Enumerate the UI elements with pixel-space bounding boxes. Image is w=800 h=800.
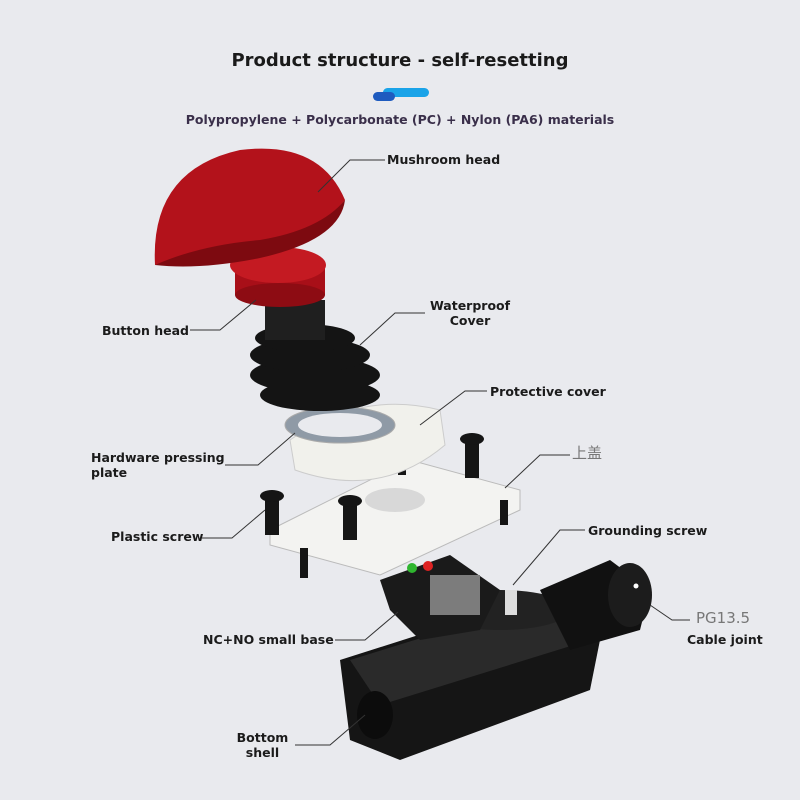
label-bottom-shell: Bottom shell (230, 730, 295, 760)
label-line: shell (245, 745, 280, 760)
label-upper-cover: 上盖 (572, 444, 603, 462)
waterproof-cover (250, 300, 380, 411)
label-line: Waterproof (429, 298, 511, 313)
label-hardware-pressing-plate: Hardware pressing plate (91, 450, 225, 480)
label-button-head: Button head (102, 323, 189, 338)
protective-cover (284, 403, 446, 482)
label-line: plate (91, 465, 128, 480)
label-pg-size: PG13.5 (696, 609, 751, 627)
label-grounding-screw: Grounding screw (588, 523, 708, 538)
label-line: Hardware pressing (91, 450, 225, 465)
materials-subtitle: Polypropylene + Polycarbonate (PC) + Nyl… (185, 112, 615, 127)
label-small-base: NC+NO small base (203, 632, 334, 647)
accent-bar-icon (373, 88, 429, 101)
upper-cover-plate (269, 459, 521, 578)
page-title: Product structure - self-resetting (231, 50, 569, 71)
label-mushroom-head: Mushroom head (387, 152, 501, 167)
label-line: Bottom (236, 730, 289, 745)
bottom-shell (340, 590, 600, 760)
label-plastic-screw: Plastic screw (111, 529, 204, 544)
label-line: Cover (449, 313, 491, 328)
mushroom-head (154, 148, 345, 267)
label-waterproof-cover: Waterproof Cover (420, 298, 520, 328)
label-protective-cover: Protective cover (490, 384, 606, 399)
leader-lines (190, 159, 690, 746)
nc-no-small-base (380, 555, 517, 640)
cable-joint (540, 560, 652, 650)
label-cable-joint: Cable joint (687, 632, 763, 647)
